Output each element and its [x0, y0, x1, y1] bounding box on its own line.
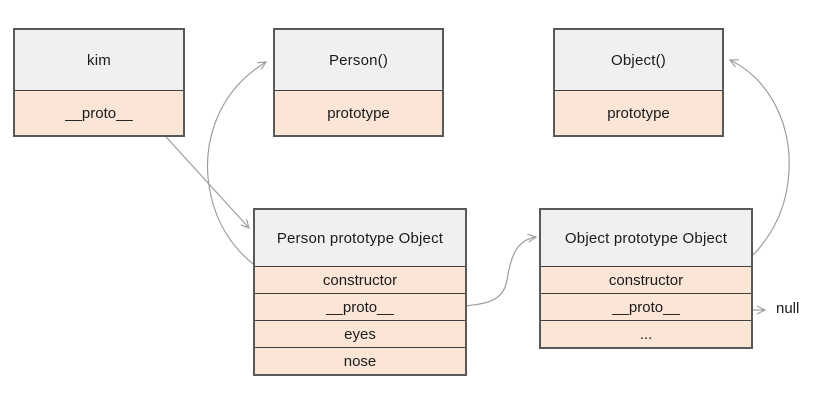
object-box-object-function: Object() prototype — [553, 28, 724, 137]
object-box-person-prototype: Person prototype Object constructor __pr… — [253, 208, 467, 376]
box-title-object-function: Object() — [555, 30, 722, 90]
box-row-prototype: prototype — [555, 90, 722, 135]
object-box-person-function: Person() prototype — [273, 28, 444, 137]
box-title-person-prototype: Person prototype Object — [255, 210, 465, 266]
box-row-ellipsis: ... — [541, 320, 751, 347]
box-title-object-prototype: Object prototype Object — [541, 210, 751, 266]
box-row-constructor: constructor — [541, 266, 751, 293]
box-title-person-function: Person() — [275, 30, 442, 90]
null-label: null — [776, 300, 800, 317]
object-box-object-prototype: Object prototype Object constructor __pr… — [539, 208, 753, 349]
box-row-eyes: eyes — [255, 320, 465, 347]
box-row-proto: __proto__ — [255, 293, 465, 320]
object-box-kim: kim __proto__ — [13, 28, 185, 137]
box-row-nose: nose — [255, 347, 465, 374]
box-title-kim: kim — [15, 30, 183, 90]
box-row-proto: __proto__ — [541, 293, 751, 320]
box-row-prototype: prototype — [275, 90, 442, 135]
box-row-proto: __proto__ — [15, 90, 183, 135]
box-row-constructor: constructor — [255, 266, 465, 293]
